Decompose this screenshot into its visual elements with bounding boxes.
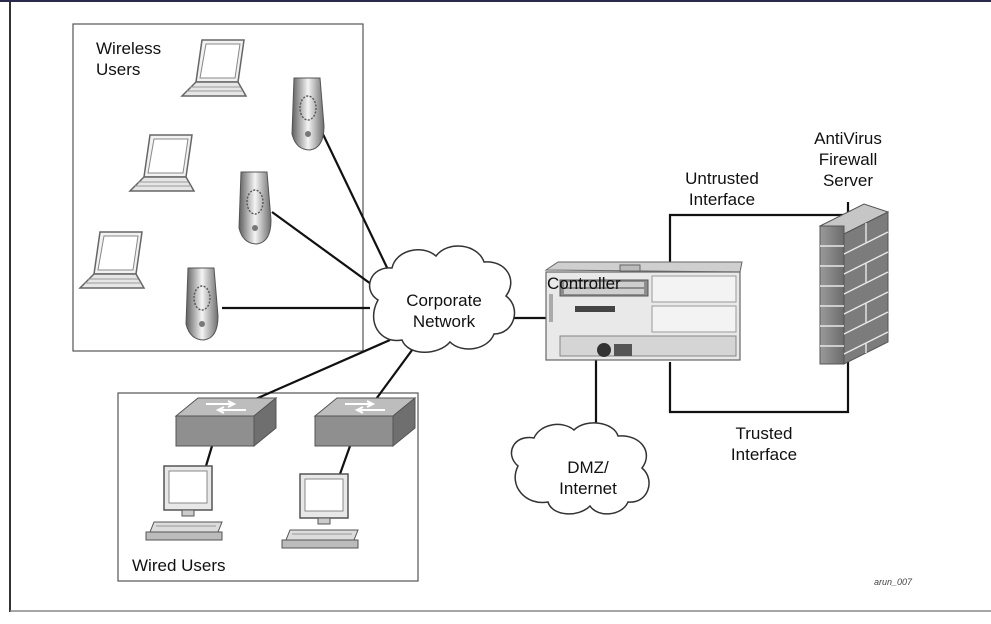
desktop-computer-icon: [145, 465, 223, 541]
laptop-icon: [129, 134, 195, 192]
untrusted-interface-label: Untrusted Interface: [685, 169, 759, 209]
link-switch1-pc1: [204, 445, 214, 467]
corporate-network-cloud: [368, 245, 516, 353]
trusted-link: [668, 362, 850, 414]
access-point-icon: [238, 171, 272, 245]
link-ap2-cloud: [271, 211, 383, 293]
corporate-network-label: Corporate Network: [406, 291, 482, 331]
untrusted-link: [668, 202, 850, 296]
laptop-icon: [181, 39, 247, 97]
switch-icon: [175, 397, 277, 447]
firewall-icon: [818, 203, 890, 365]
controller-device-icon: [544, 261, 743, 361]
access-point-icon: [185, 267, 219, 341]
wireless-users-label: Wireless Users: [96, 39, 162, 79]
dmz-internet-cloud: [510, 422, 650, 515]
trusted-interface-label: Trusted Interface: [730, 424, 798, 464]
wired-users-label: Wired Users: [132, 556, 226, 575]
access-point-icon: [291, 77, 325, 151]
laptop-icon: [79, 231, 145, 289]
wireless-users-group-box: [72, 23, 364, 352]
firewall-label: AntiVirus Firewall Server: [814, 129, 882, 190]
desktop-computer-icon: [281, 473, 359, 549]
figure-id-label: arun_007: [874, 577, 913, 587]
link-ap1-cloud: [319, 127, 393, 279]
link-switch2-pc2: [338, 445, 352, 475]
controller-label: Controller: [547, 274, 621, 293]
switch-icon: [314, 397, 416, 447]
connection-lines: [204, 127, 850, 475]
dmz-internet-label: DMZ/ Internet: [559, 458, 617, 498]
